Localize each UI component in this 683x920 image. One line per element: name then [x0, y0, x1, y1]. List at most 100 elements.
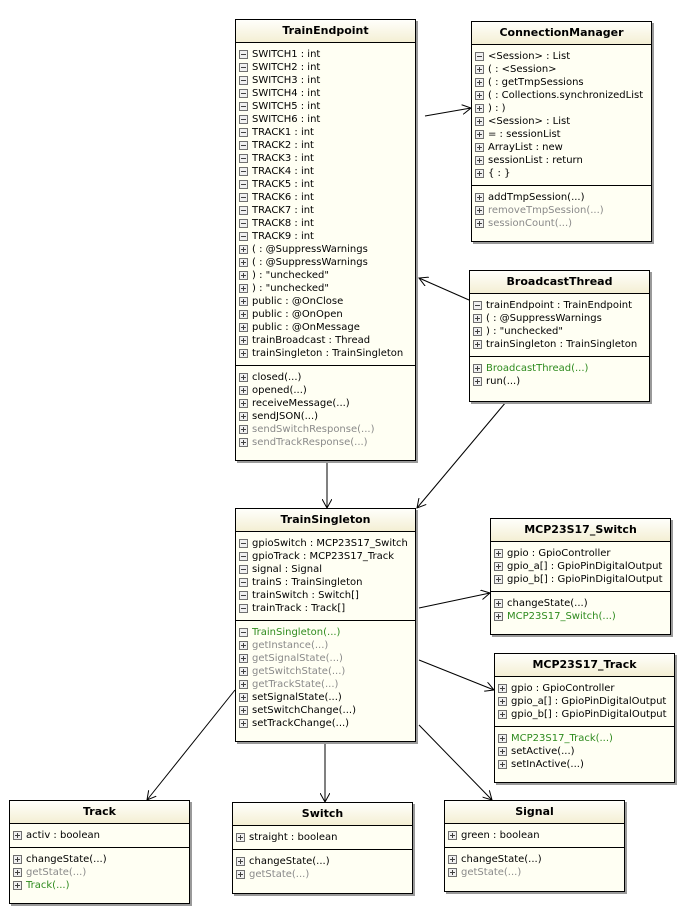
attribute-row[interactable]: gpio : GpioController [498, 682, 671, 695]
expand-plus-icon[interactable] [494, 549, 503, 558]
attribute-row[interactable]: straight : boolean [236, 831, 409, 844]
attribute-row[interactable]: activ : boolean [13, 829, 186, 842]
operation-row[interactable]: setSwitchChange(...) [239, 704, 412, 717]
expand-plus-icon[interactable] [236, 833, 245, 842]
attribute-row[interactable]: trainBroadcast : Thread [239, 334, 412, 347]
attribute-row[interactable]: SWITCH1 : int [239, 48, 412, 61]
collapse-minus-icon[interactable] [239, 565, 248, 574]
collapse-minus-icon[interactable] [239, 50, 248, 59]
attribute-row[interactable]: TRACK3 : int [239, 152, 412, 165]
attribute-row[interactable]: TRACK6 : int [239, 191, 412, 204]
expand-plus-icon[interactable] [239, 245, 248, 254]
operation-row[interactable]: changeState(...) [494, 597, 667, 610]
collapse-minus-icon[interactable] [239, 628, 248, 637]
collapse-minus-icon[interactable] [473, 301, 482, 310]
attribute-row[interactable]: ) : ) [475, 102, 648, 115]
operation-row[interactable]: getState(...) [448, 866, 621, 879]
expand-plus-icon[interactable] [494, 575, 503, 584]
attribute-row[interactable]: gpio_b[] : GpioPinDigitalOutput [498, 708, 671, 721]
expand-plus-icon[interactable] [475, 193, 484, 202]
collapse-minus-icon[interactable] [239, 141, 248, 150]
operation-row[interactable]: removeTmpSession(...) [475, 204, 648, 217]
attribute-row[interactable]: TRACK2 : int [239, 139, 412, 152]
expand-plus-icon[interactable] [239, 349, 248, 358]
operation-row[interactable]: getTrackState(...) [239, 678, 412, 691]
expand-plus-icon[interactable] [239, 641, 248, 650]
operation-row[interactable]: setSignalState(...) [239, 691, 412, 704]
expand-plus-icon[interactable] [239, 336, 248, 345]
expand-plus-icon[interactable] [13, 868, 22, 877]
expand-plus-icon[interactable] [473, 327, 482, 336]
operation-row[interactable]: sendTrackResponse(...) [239, 436, 412, 449]
operation-row[interactable]: getSwitchState(...) [239, 665, 412, 678]
collapse-minus-icon[interactable] [239, 206, 248, 215]
operation-row[interactable]: closed(...) [239, 371, 412, 384]
expand-plus-icon[interactable] [239, 425, 248, 434]
attribute-row[interactable]: public : @OnMessage [239, 321, 412, 334]
attribute-row[interactable]: gpio_b[] : GpioPinDigitalOutput [494, 573, 667, 586]
collapse-minus-icon[interactable] [239, 578, 248, 587]
expand-plus-icon[interactable] [473, 364, 482, 373]
attribute-row[interactable]: public : @OnClose [239, 295, 412, 308]
expand-plus-icon[interactable] [498, 710, 507, 719]
attribute-row[interactable]: ) : "unchecked" [473, 325, 646, 338]
attribute-row[interactable]: = : sessionList [475, 128, 648, 141]
operation-row[interactable]: sendSwitchResponse(...) [239, 423, 412, 436]
operation-row[interactable]: getState(...) [236, 868, 409, 881]
collapse-minus-icon[interactable] [239, 232, 248, 241]
expand-plus-icon[interactable] [239, 399, 248, 408]
expand-plus-icon[interactable] [239, 667, 248, 676]
expand-plus-icon[interactable] [239, 271, 248, 280]
expand-plus-icon[interactable] [239, 323, 248, 332]
expand-plus-icon[interactable] [448, 855, 457, 864]
operation-row[interactable]: getSignalState(...) [239, 652, 412, 665]
expand-plus-icon[interactable] [498, 684, 507, 693]
expand-plus-icon[interactable] [475, 206, 484, 215]
attribute-row[interactable]: trainSingleton : TrainSingleton [239, 347, 412, 360]
expand-plus-icon[interactable] [475, 156, 484, 165]
attribute-row[interactable]: green : boolean [448, 829, 621, 842]
operation-row[interactable]: sessionCount(...) [475, 217, 648, 230]
attribute-row[interactable]: TRACK8 : int [239, 217, 412, 230]
attribute-row[interactable]: TRACK1 : int [239, 126, 412, 139]
operation-row[interactable]: sendJSON(...) [239, 410, 412, 423]
expand-plus-icon[interactable] [473, 340, 482, 349]
collapse-minus-icon[interactable] [239, 128, 248, 137]
expand-plus-icon[interactable] [473, 314, 482, 323]
attribute-row[interactable]: <Session> : List [475, 50, 648, 63]
collapse-minus-icon[interactable] [239, 539, 248, 548]
attribute-row[interactable]: signal : Signal [239, 563, 412, 576]
expand-plus-icon[interactable] [239, 284, 248, 293]
operation-row[interactable]: setActive(...) [498, 745, 671, 758]
collapse-minus-icon[interactable] [239, 154, 248, 163]
expand-plus-icon[interactable] [475, 143, 484, 152]
attribute-row[interactable]: TRACK7 : int [239, 204, 412, 217]
collapse-minus-icon[interactable] [239, 591, 248, 600]
expand-plus-icon[interactable] [236, 857, 245, 866]
attribute-row[interactable]: SWITCH3 : int [239, 74, 412, 87]
attribute-row[interactable]: SWITCH2 : int [239, 61, 412, 74]
attribute-row[interactable]: trainEndpoint : TrainEndpoint [473, 299, 646, 312]
expand-plus-icon[interactable] [13, 881, 22, 890]
attribute-row[interactable]: gpio_a[] : GpioPinDigitalOutput [494, 560, 667, 573]
expand-plus-icon[interactable] [475, 117, 484, 126]
attribute-row[interactable]: gpio_a[] : GpioPinDigitalOutput [498, 695, 671, 708]
expand-plus-icon[interactable] [239, 693, 248, 702]
operation-row[interactable]: addTmpSession(...) [475, 191, 648, 204]
expand-plus-icon[interactable] [236, 870, 245, 879]
expand-plus-icon[interactable] [239, 310, 248, 319]
expand-plus-icon[interactable] [448, 831, 457, 840]
expand-plus-icon[interactable] [239, 706, 248, 715]
collapse-minus-icon[interactable] [239, 102, 248, 111]
operation-row[interactable]: getInstance(...) [239, 639, 412, 652]
attribute-row[interactable]: ) : "unchecked" [239, 269, 412, 282]
attribute-row[interactable]: trainS : TrainSingleton [239, 576, 412, 589]
expand-plus-icon[interactable] [239, 258, 248, 267]
collapse-minus-icon[interactable] [239, 89, 248, 98]
